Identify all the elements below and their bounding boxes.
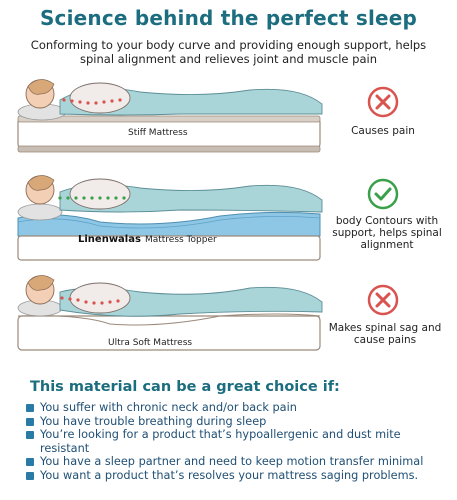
square-bullet-icon (26, 417, 34, 426)
brand-name: Linenwalas (78, 234, 141, 245)
benefits-list: You suffer with chronic neck and/or back… (26, 401, 446, 482)
mattress-label: Stiff Mattress (128, 128, 188, 138)
square-bullet-icon (26, 458, 34, 466)
page-title: Science behind the perfect sleep (39, 6, 418, 30)
list-item: You’re looking for a product that’s hypo… (26, 428, 446, 455)
square-bullet-icon (26, 431, 34, 439)
list-item: You have trouble breathing during sleep (26, 415, 446, 429)
list-item-text: You want a product that’s resolves your … (40, 468, 419, 482)
status-text: body Contours with support, helps spinal… (332, 215, 442, 251)
list-item-text: You have a sleep partner and need to kee… (40, 455, 424, 468)
list-item-text: You’re looking for a product that’s hypo… (40, 428, 401, 455)
stiff-mattress-illustration (17, 79, 323, 153)
topper-illustration (17, 175, 323, 261)
stiff-mattress-panel: Stiff Mattress Causes pain (0, 70, 457, 175)
check-circle-icon (367, 178, 399, 210)
status-text: Makes spinal sag and cause pains (328, 322, 442, 346)
soft-mattress-illustration (17, 275, 323, 351)
topper-label: Mattress Topper (144, 235, 217, 245)
list-item: You want a product that’s resolves your … (26, 469, 446, 483)
list-heading: This material can be a great choice if: (30, 379, 340, 395)
list-item-text: You have trouble breathing during sleep (40, 414, 267, 428)
square-bullet-icon (26, 404, 34, 412)
page-subtitle: Conforming to your body curve and provid… (30, 38, 427, 66)
x-circle-icon (367, 86, 399, 118)
x-circle-icon (367, 284, 399, 316)
list-item: You suffer with chronic neck and/or back… (26, 401, 446, 415)
list-item: You have a sleep partner and need to kee… (26, 455, 446, 469)
square-bullet-icon (26, 471, 34, 480)
mattress-label: Ultra Soft Mattress (108, 338, 193, 348)
status-text: Causes pain (351, 125, 415, 137)
soft-mattress-panel: Ultra Soft Mattress Makes spinal sag and… (0, 268, 457, 373)
list-item-text: You suffer with chronic neck and/or back… (40, 401, 297, 414)
